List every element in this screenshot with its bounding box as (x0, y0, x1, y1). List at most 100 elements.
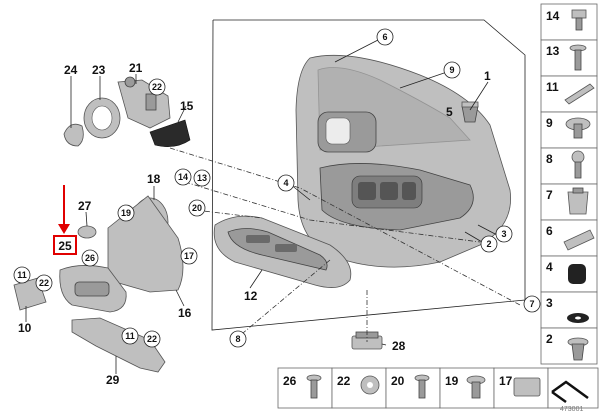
side-parts-panel: 14 13 11 9 8 7 6 4 (540, 3, 598, 365)
svg-text:19: 19 (121, 208, 131, 218)
svg-text:4: 4 (546, 260, 553, 274)
callout-12: 12 (244, 289, 258, 303)
svg-text:23: 23 (92, 63, 106, 77)
side-part-11: 11 (546, 80, 595, 105)
callout-2: 2 (480, 235, 498, 253)
callout-9: 9 (443, 61, 461, 79)
pull-handle-part-10 (13, 265, 127, 313)
side-part-3: 3 (546, 296, 589, 323)
svg-text:18: 18 (147, 172, 161, 186)
bottom-parts-panel: 26 22 20 19 17 (277, 367, 599, 409)
callout-1: 1 (484, 69, 491, 83)
svg-text:16: 16 (178, 306, 192, 320)
side-part-14: 14 (546, 9, 587, 31)
bottom-part-20: 20 (391, 374, 430, 399)
callout-23: 23 (92, 63, 106, 77)
svg-text:20: 20 (391, 374, 405, 388)
svg-text:7: 7 (546, 188, 553, 202)
svg-text:24: 24 (64, 63, 78, 77)
ring-part-23 (83, 97, 121, 139)
callout-4: 4 (277, 174, 295, 192)
svg-text:17: 17 (499, 374, 513, 388)
side-part-6: 6 (546, 224, 595, 251)
callout-22-left: 22 (35, 274, 53, 292)
side-part-7: 7 (546, 187, 589, 215)
callout-26: 26 (81, 249, 99, 267)
callout-18: 18 (147, 172, 161, 186)
bottom-part-19: 19 (445, 374, 486, 399)
svg-text:26: 26 (85, 253, 95, 263)
callout-24: 24 (64, 63, 78, 77)
svg-text:6: 6 (546, 224, 553, 238)
leader-28 (381, 343, 387, 346)
svg-text:5: 5 (446, 105, 453, 119)
callout-20: 20 (188, 199, 206, 217)
svg-text:1: 1 (484, 69, 491, 83)
callout-15: 15 (180, 99, 194, 113)
armrest-part-12 (213, 215, 352, 288)
svg-text:7: 7 (529, 299, 534, 309)
diagram-code: 473001 (560, 406, 583, 412)
callout-28: 28 (392, 339, 406, 353)
callout-13: 13 (193, 169, 211, 187)
svg-text:4: 4 (283, 178, 288, 188)
callout-27: 27 (78, 199, 92, 213)
svg-text:2: 2 (546, 332, 553, 346)
callout-7: 7 (523, 295, 541, 313)
svg-text:13: 13 (546, 44, 560, 58)
svg-text:2: 2 (486, 239, 491, 249)
callout-8: 8 (229, 330, 247, 348)
svg-text:21: 21 (129, 61, 143, 75)
svg-text:14: 14 (546, 9, 560, 23)
svg-text:19: 19 (445, 374, 459, 388)
bottom-part-22: 22 (337, 374, 380, 395)
leader-12 (249, 269, 263, 289)
door-frame-outline (211, 19, 526, 331)
svg-text:8: 8 (546, 152, 553, 166)
svg-text:10: 10 (18, 321, 32, 335)
side-part-2: 2 (546, 332, 589, 361)
dashed-leader-d (242, 259, 331, 334)
svg-text:22: 22 (147, 334, 157, 344)
callout-6: 6 (376, 28, 394, 46)
callout-29: 29 (106, 373, 120, 387)
svg-text:25: 25 (58, 239, 72, 253)
svg-text:14: 14 (178, 172, 188, 182)
red-arrow-head (58, 224, 70, 234)
bottom-part-26: 26 (283, 374, 322, 399)
callout-11-bottom: 11 (121, 327, 139, 345)
callout-10: 10 (18, 321, 32, 335)
leader-1 (469, 81, 489, 111)
svg-text:9: 9 (449, 65, 454, 75)
callout-19: 19 (117, 204, 135, 222)
callout-16: 16 (178, 306, 192, 320)
callout-22-top: 22 (148, 78, 166, 96)
svg-text:12: 12 (244, 289, 258, 303)
callout-3: 3 (495, 225, 513, 243)
svg-text:15: 15 (180, 99, 194, 113)
clip-part-5 (461, 101, 479, 123)
svg-text:11: 11 (125, 331, 135, 341)
svg-text:8: 8 (235, 334, 240, 344)
trim-part-15 (149, 119, 191, 147)
svg-text:17: 17 (184, 251, 194, 261)
svg-text:11: 11 (17, 270, 27, 280)
callout-22-bottom: 22 (143, 330, 161, 348)
bottom-part-17: 17 (499, 374, 541, 397)
leader-6 (334, 39, 379, 63)
callout-17: 17 (180, 247, 198, 265)
svg-text:28: 28 (392, 339, 406, 353)
side-part-4: 4 (546, 260, 586, 284)
dashed-leader-c (194, 209, 263, 219)
cover-part-24 (63, 123, 84, 147)
svg-text:13: 13 (197, 173, 207, 183)
side-part-9: 9 (546, 116, 591, 139)
side-part-13: 13 (546, 44, 587, 71)
leader-2 (464, 231, 483, 243)
svg-text:22: 22 (152, 82, 162, 92)
svg-text:3: 3 (501, 229, 506, 239)
dashed-leader-a (169, 147, 521, 306)
cap-part-27 (77, 225, 97, 239)
svg-text:11: 11 (546, 80, 559, 94)
